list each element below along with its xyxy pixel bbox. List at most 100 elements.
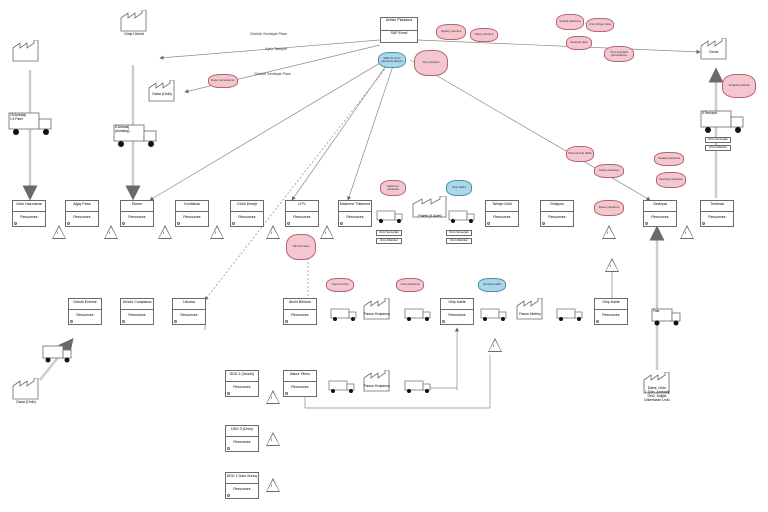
inventory-mark: I — [271, 395, 273, 400]
process-resources: Resources — [291, 385, 309, 389]
main-process-title: Ürün Hazırlama — [13, 201, 45, 212]
lower-process-title: Dalıra Yitevu — [284, 371, 316, 382]
customer-factory-icon: Deniz — [700, 37, 728, 68]
mini-truck-icon — [556, 308, 583, 321]
lower-process-title: ÜDÜ 2 (Ürünlü) — [226, 371, 258, 382]
supplier-factory-mid-label: Daha (Ünlü) — [152, 92, 172, 96]
process-resources: Resources — [238, 215, 256, 219]
gear-icon — [285, 320, 288, 323]
inventory-triangle-icon: I — [52, 225, 66, 239]
kaizen-burst: Fason planlama — [594, 200, 624, 216]
kaizen-burst: Rapor ekranlarının — [208, 74, 238, 88]
gear-icon — [340, 222, 343, 225]
main-process-title: Girişiyon — [541, 201, 573, 212]
process-resources: Resources — [291, 313, 309, 317]
process-resources: Resources — [548, 215, 566, 219]
process-resources: Resources — [708, 215, 726, 219]
gear-icon — [227, 494, 230, 497]
kaizen-burst: Ürün ihtiyaç planı — [586, 18, 614, 32]
truck-mid-label: 6 Ambalaj (Ambalajı) — [115, 125, 130, 133]
inventory-triangle-icon: I — [266, 225, 280, 239]
process-resources: Resources — [493, 215, 511, 219]
middle-process-title: Giriş Kalite — [441, 299, 473, 310]
kaizen-burst: Depo kontrol — [326, 278, 354, 292]
inventory-triangle-icon: I — [605, 258, 619, 272]
gear-icon — [122, 222, 125, 225]
mini-truck-icon — [448, 210, 475, 223]
lower-process-title: ÜDÜ 3 (Ürün) — [226, 426, 258, 437]
gear-icon — [487, 222, 490, 225]
mini-truck-icon — [376, 210, 403, 223]
lower-supplier-factory-icon: Daha (Ünlü) — [12, 377, 40, 412]
process-resources: Resources — [128, 215, 146, 219]
production-control-title: Üretim Planlama — [381, 18, 417, 31]
main-process-title: Ürülü Enerjit — [231, 201, 263, 212]
truck-icon-mid: 6 Ambalaj (Ambalajı) — [113, 124, 157, 147]
inventory-triangle-icon: I — [602, 225, 616, 239]
gear-icon — [542, 222, 545, 225]
mini-truck-icon — [404, 308, 431, 321]
production-control-system: SAP Excel — [390, 31, 408, 35]
flow-label-3: Fason Koşlamış — [364, 384, 390, 388]
inventory-triangle-icon: I — [488, 338, 502, 352]
info-note-2: Aylık Talepler — [265, 47, 288, 51]
kaizen-burst: Stok takibi — [446, 180, 472, 196]
flow-factory-3-icon: Fason Koşlamış — [363, 369, 391, 402]
inventory-mark: I — [57, 230, 59, 235]
main-process-title: Malzeme Tükenme — [339, 201, 371, 212]
lower-process-title: ÜDÜ 1 Dalır Sonuç — [226, 473, 258, 484]
kaizen-burst: Sevkiyat takibi — [478, 278, 506, 292]
gear-icon — [227, 392, 230, 395]
inventory-mark: I — [271, 483, 273, 488]
process-resources: Resources — [180, 313, 198, 317]
process-resources: Resources — [346, 215, 364, 219]
truck-icon-lower-left — [42, 345, 80, 367]
flow-label-2: Fason Metinç — [519, 312, 541, 316]
bottom-right-factory-icon: Daha, Ürün 1 Dilin, Ambalaj Örtü, Sağlık… — [643, 371, 671, 406]
gear-icon — [596, 320, 599, 323]
kaizen-burst: Düzenli stok takibi — [566, 146, 594, 162]
inventory-mark: I — [163, 230, 165, 235]
truck-icon-left: 15 Ambalaj 1.5 Palet — [8, 112, 52, 135]
flow-factory-1-icon: Fason Koşlamış — [363, 297, 391, 330]
gear-icon — [14, 222, 17, 225]
inventory-mark: I — [325, 230, 327, 235]
process-resources: Resources — [448, 313, 466, 317]
inventory-mark: I — [685, 230, 687, 235]
small-box-1: Ürün Sonuçları — [376, 230, 402, 236]
kaizen-burst: Sevkiyat planlama — [656, 172, 686, 188]
process-resources: Resources — [128, 313, 146, 317]
mini-truck-icon — [480, 308, 507, 321]
process-resources: Resources — [233, 385, 251, 389]
small-box-4: Ürün Metinler — [446, 238, 472, 244]
kaizen-burst: Malzeme planlama — [380, 180, 406, 196]
process-resources: Resources — [651, 215, 669, 219]
main-process-title: Kontlama — [176, 201, 208, 212]
middle-process-title: Ürünlü Cıvaplama — [121, 299, 153, 310]
inventory-mark: I — [109, 230, 111, 235]
inventory-triangle-icon: I — [266, 390, 280, 404]
kaizen-burst: Tedarikçi tahmini — [722, 74, 756, 98]
gear-icon — [177, 222, 180, 225]
lower-process-box: ÜDÜ 3 (Ürün)Resources — [225, 425, 259, 452]
inventory-triangle-icon: I — [210, 225, 224, 239]
inventory-mark: I — [493, 343, 495, 348]
mini-truck-icon — [328, 380, 355, 393]
process-resources: Resources — [602, 313, 620, 317]
kaizen-burst: Kalite planlama — [594, 164, 624, 178]
middle-process-title: Ürünlü Evleme — [69, 299, 101, 310]
small-box-6: Ürün Metinler — [705, 145, 731, 151]
inventory-triangle-icon: I — [158, 225, 172, 239]
gear-icon — [287, 222, 290, 225]
small-box-3: Ürün Sonuçları — [446, 230, 472, 236]
